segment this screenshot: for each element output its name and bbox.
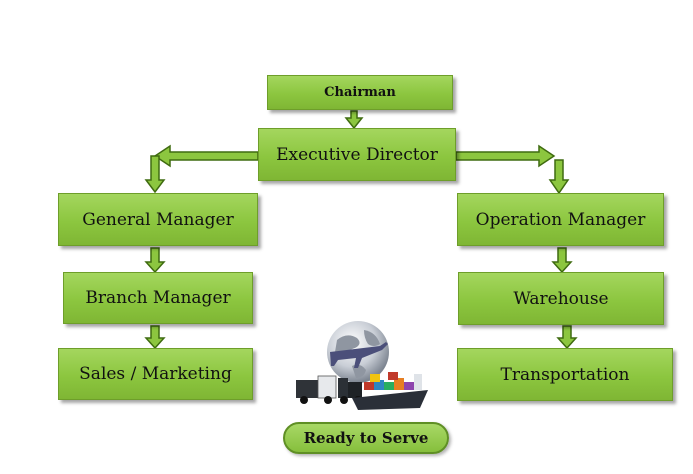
- node-chairman: Chairman: [267, 75, 453, 110]
- node-label: Transportation: [500, 364, 630, 385]
- arrow-branch-to-sales: [144, 325, 166, 350]
- node-label: Sales / Marketing: [79, 364, 232, 384]
- globe-with-logistics-icon: [296, 321, 428, 410]
- arrow-left-down-to-general-manager: [144, 155, 166, 194]
- node-label: Branch Manager: [85, 288, 231, 308]
- node-warehouse: Warehouse: [458, 272, 664, 325]
- node-label: Chairman: [324, 85, 396, 100]
- node-transportation: Transportation: [457, 348, 673, 401]
- arrow-general-to-branch: [144, 247, 166, 274]
- node-label: Operation Manager: [475, 209, 646, 230]
- arrow-right-down-to-operation-manager: [548, 159, 570, 195]
- node-general-manager: General Manager: [58, 193, 258, 246]
- node-label: General Manager: [82, 209, 234, 230]
- node-operation-manager: Operation Manager: [457, 193, 664, 246]
- node-branch-manager: Branch Manager: [63, 272, 253, 324]
- node-sales-marketing: Sales / Marketing: [58, 348, 253, 400]
- arrow-warehouse-to-transportation: [556, 325, 578, 350]
- arrow-operation-to-warehouse: [551, 247, 573, 274]
- tagline-text: Ready to Serve: [303, 429, 429, 447]
- node-label: Warehouse: [513, 288, 609, 309]
- node-label: Executive Director: [276, 144, 438, 165]
- tagline-badge: Ready to Serve: [283, 422, 449, 454]
- node-executive-director: Executive Director: [258, 128, 456, 181]
- arrow-executive-to-left: [153, 144, 259, 168]
- arrow-executive-to-right: [455, 144, 556, 168]
- arrow-chairman-to-executive: [344, 110, 364, 130]
